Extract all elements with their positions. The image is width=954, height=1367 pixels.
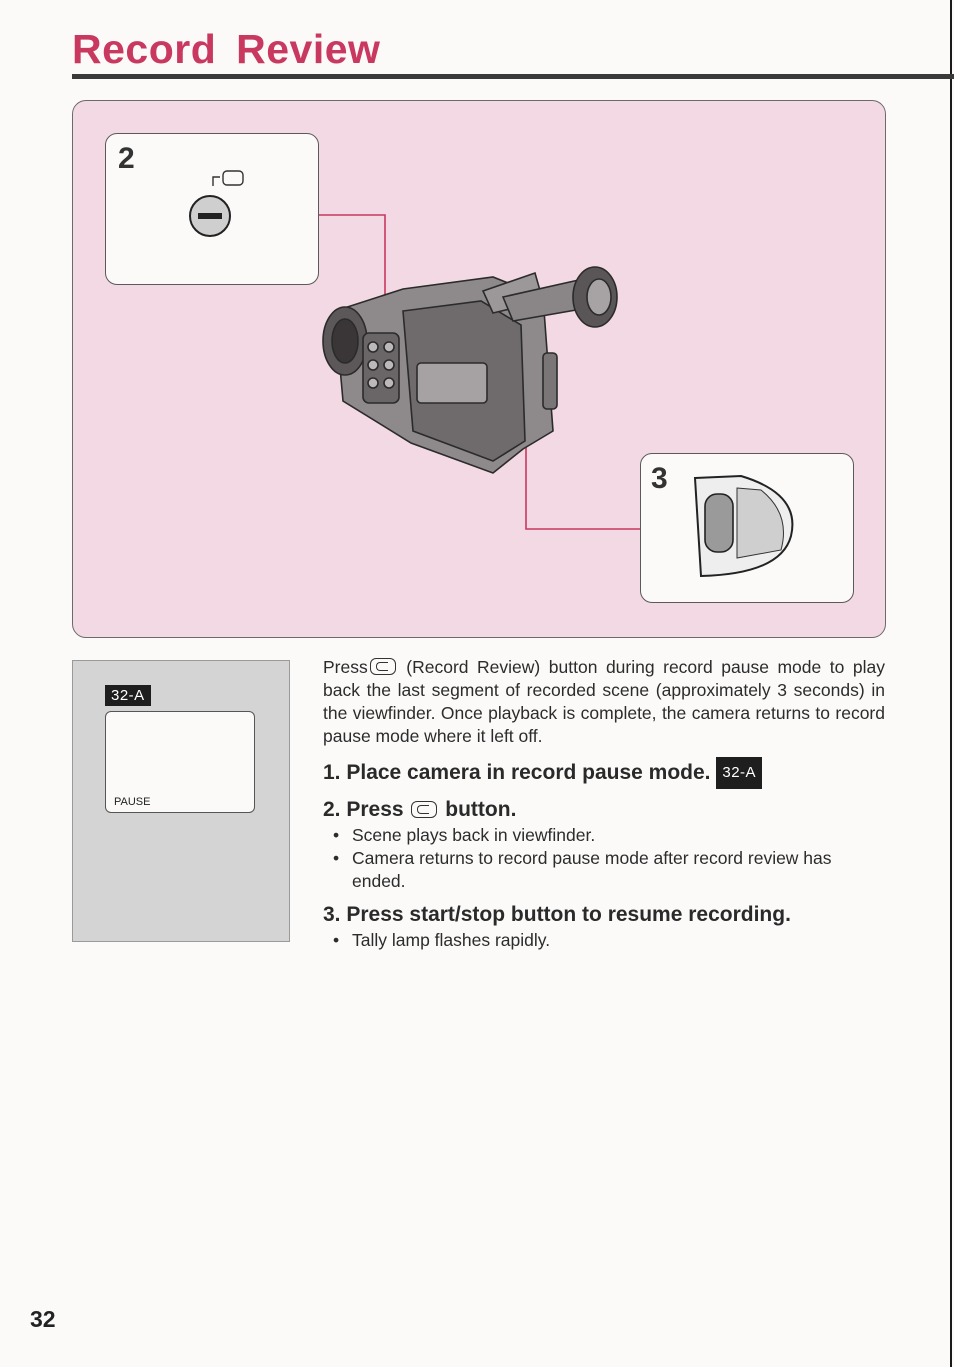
step-1: 1. Place camera in record pause mode. 32…: [323, 757, 885, 789]
title-rule: [72, 74, 954, 79]
viewfinder-screen: PAUSE: [105, 711, 255, 813]
step-1-text: 1. Place camera in record pause mode.: [323, 761, 711, 784]
page-number: 32: [30, 1306, 56, 1332]
callout-start-stop-button: 3: [640, 453, 854, 603]
camcorder-drawing: [319, 214, 641, 530]
viewfinder-display-panel: 32-A PAUSE: [72, 660, 290, 942]
record-review-icon: [411, 801, 438, 818]
start-stop-button-icon: [693, 474, 794, 578]
callout-number: 3: [651, 462, 668, 495]
page-title: Record Review: [72, 26, 381, 72]
intro-paragraph: Press (Record Review) button during reco…: [323, 656, 885, 748]
camcorder-illustration: 2 3: [72, 100, 886, 638]
step-3: 3. Press start/stop button to resume rec…: [323, 903, 791, 926]
step-1-badge: 32-A: [716, 757, 763, 789]
camcorder-icon: [322, 266, 618, 474]
screen-pause-text: PAUSE: [114, 796, 151, 808]
reference-badge: 32-A: [105, 685, 151, 706]
step-2-bullet-2: Camera returns to record pause mode afte…: [323, 847, 885, 893]
step-2-press: 2. Press: [323, 798, 404, 821]
callout-number: 2: [118, 142, 135, 175]
callout-line-2: [319, 214, 386, 331]
record-review-button-icon: [189, 170, 244, 237]
intro-text: (Record Review) button during record pau…: [323, 657, 885, 746]
record-review-icon: [369, 658, 396, 675]
step-2-bullet-1: Scene plays back in viewfinder.: [323, 824, 885, 847]
step-2: 2. Press button.: [323, 796, 885, 824]
page-edge: [950, 0, 952, 1367]
intro-press: Press: [323, 657, 368, 677]
instructions: Press (Record Review) button during reco…: [323, 656, 885, 952]
step-3-bullet-1: Tally lamp flashes rapidly.: [323, 929, 885, 952]
callout-record-review-button: 2: [105, 133, 319, 285]
step-2-button: button.: [445, 798, 517, 821]
